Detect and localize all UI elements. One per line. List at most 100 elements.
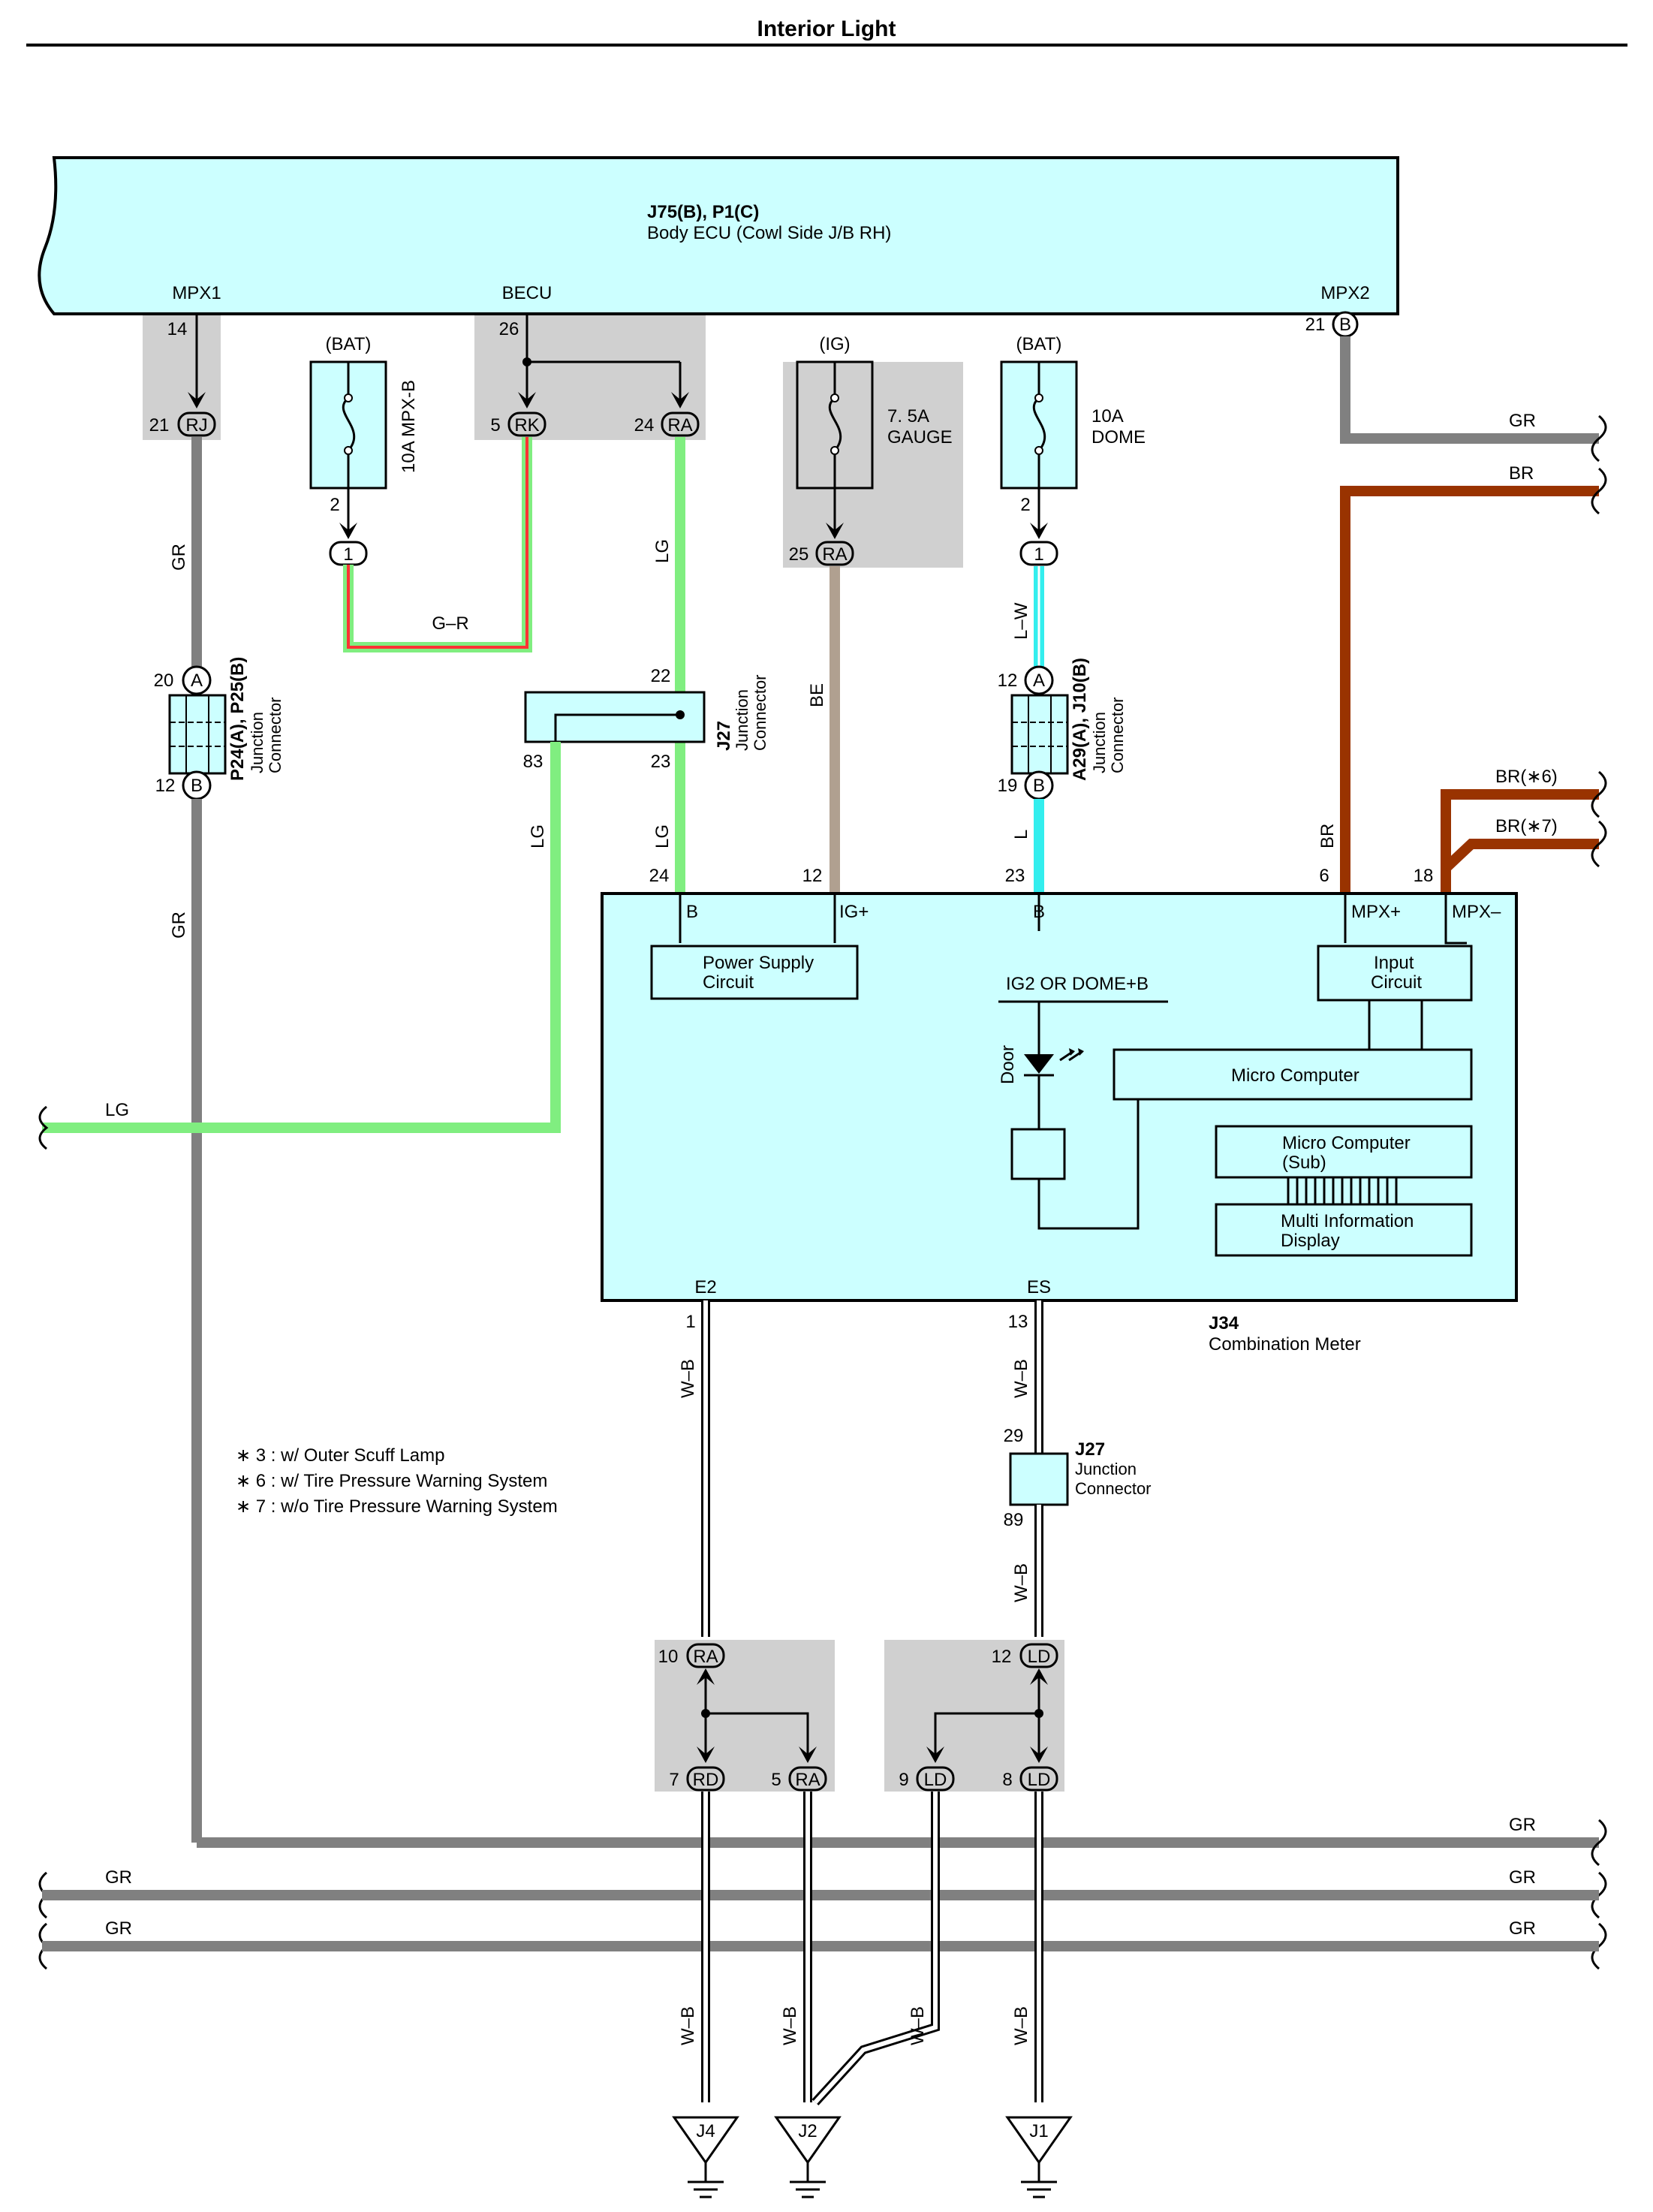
svg-text:ES: ES: [1027, 1277, 1051, 1297]
svg-text:10A MPX-B: 10A MPX-B: [399, 380, 419, 473]
junction-block-ld: LD 12 LD 9 LD 8: [899, 1643, 1058, 1792]
connector-rj: [177, 411, 216, 437]
svg-text:Connector: Connector: [1108, 697, 1127, 773]
svg-text:83: 83: [523, 752, 543, 772]
svg-text:Junction: Junction: [733, 689, 751, 751]
svg-text:MPX–: MPX–: [1452, 902, 1501, 922]
fuse-mpxb: (BAT) 10A MPX-B 2 1: [309, 334, 419, 566]
bus-lines: [1287, 1177, 1398, 1204]
becu-circuit: 26 RK 5 RA 24: [490, 314, 700, 437]
fuse-dome: (BAT) 10A DOME 2 1: [1000, 334, 1146, 566]
page-title: Interior Light: [757, 17, 896, 41]
ecu-pin-mpx1: MPX1: [172, 283, 221, 303]
svg-text:89: 89: [1004, 1510, 1024, 1530]
svg-text:2: 2: [330, 495, 339, 515]
ecu-name: Body ECU (Cowl Side J/B RH): [647, 223, 891, 243]
svg-text:Connector: Connector: [751, 674, 769, 751]
svg-text:12: 12: [802, 866, 823, 886]
break-lg: [38, 1105, 49, 1150]
svg-text:9: 9: [899, 1770, 908, 1790]
svg-text:(IG): (IG): [819, 334, 850, 354]
wire-l-w: L–W: [1011, 566, 1044, 668]
svg-text:18: 18: [1414, 866, 1434, 886]
svg-text:J34: J34: [1209, 1313, 1239, 1334]
ecu-pin-mpx2: MPX2: [1320, 283, 1369, 303]
wire-be-label: BE: [807, 683, 827, 707]
wire-g-r: G–R: [343, 437, 532, 652]
svg-text:BR(∗7): BR(∗7): [1495, 816, 1558, 836]
svg-text:24: 24: [634, 415, 655, 435]
notes: ∗ 3 : w/ Outer Scuff Lamp ∗ 6 : w/ Tire …: [236, 1445, 558, 1517]
svg-text:8: 8: [1002, 1770, 1012, 1790]
svg-text:10: 10: [658, 1647, 679, 1667]
svg-text:Multi Information: Multi Information: [1281, 1211, 1414, 1231]
svg-text:(BAT): (BAT): [1016, 334, 1062, 354]
junction-block-shading: [143, 314, 1064, 1792]
svg-text:J2: J2: [798, 2121, 817, 2141]
svg-text:29: 29: [1004, 1426, 1024, 1446]
svg-text:1: 1: [1034, 544, 1043, 565]
svg-text:Circuit: Circuit: [703, 972, 754, 993]
fuse-gauge: (IG) 7. 5A GAUGE RA 25: [789, 334, 953, 566]
ground-j4: J4: [672, 2116, 739, 2198]
svg-text:RK: RK: [514, 415, 539, 435]
svg-text:26: 26: [499, 319, 519, 339]
svg-text:12: 12: [998, 671, 1018, 691]
svg-text:GR: GR: [1509, 1867, 1536, 1888]
svg-text:GR: GR: [105, 1867, 132, 1888]
svg-text:12: 12: [992, 1647, 1012, 1667]
mpx2-circuit: B 21 GR BR BR BR(∗6) BR(∗7): [1305, 311, 1599, 894]
wire-lg-2: [42, 742, 561, 1133]
svg-text:5: 5: [771, 1770, 781, 1790]
svg-text:Junction: Junction: [1090, 712, 1109, 773]
gr-buses: GR GR GR GR: [42, 1867, 1599, 1951]
wire-l-label: L: [1011, 830, 1031, 839]
svg-text:23: 23: [1005, 866, 1025, 886]
svg-text:6: 6: [1319, 866, 1329, 886]
wire-gr-3: GR: [1509, 1815, 1536, 1835]
svg-text:W–B: W–B: [1011, 1563, 1031, 1602]
ecu-pin-14: 14: [167, 319, 188, 339]
svg-text:2: 2: [1020, 495, 1030, 515]
svg-text:10A: 10A: [1091, 406, 1124, 426]
svg-text:12: 12: [155, 776, 176, 796]
svg-text:1: 1: [685, 1312, 695, 1332]
svg-text:5: 5: [490, 415, 500, 435]
svg-text:W–B: W–B: [780, 2006, 800, 2045]
wire-wb-e2: 1 W–B: [678, 1300, 710, 1637]
svg-text:W–B: W–B: [1011, 2006, 1031, 2045]
svg-text:Micro Computer: Micro Computer: [1282, 1133, 1411, 1153]
body-ecu: J75(B), P1(C) Body ECU (Cowl Side J/B RH…: [38, 156, 1399, 315]
svg-text:L–W: L–W: [1011, 602, 1031, 640]
svg-text:B: B: [1033, 776, 1045, 796]
svg-text:22: 22: [651, 666, 671, 686]
ground-j2: J2: [774, 2116, 842, 2198]
svg-text:1: 1: [343, 544, 353, 565]
svg-text:LD: LD: [1028, 1647, 1051, 1667]
wire-gr-1: GR: [169, 544, 189, 571]
junction-block-ra: RA 10 RD 7 RA 5: [658, 1643, 827, 1792]
svg-text:Input: Input: [1374, 953, 1414, 973]
svg-text:W–B: W–B: [908, 2006, 928, 2045]
svg-text:RA: RA: [667, 415, 692, 435]
connector-rj-label: RJ: [185, 415, 207, 435]
svg-text:DOME: DOME: [1091, 427, 1146, 448]
svg-text:BR(∗6): BR(∗6): [1495, 767, 1558, 787]
mpx1-circuit: 14 RJ 21 GR: [149, 314, 216, 683]
svg-text:B: B: [1339, 315, 1351, 335]
svg-text:IG2 OR DOME+B: IG2 OR DOME+B: [1006, 974, 1149, 994]
svg-text:A: A: [191, 671, 203, 691]
svg-text:GAUGE: GAUGE: [887, 427, 953, 448]
note-6: ∗ 6 : w/ Tire Pressure Warning System: [236, 1471, 547, 1491]
svg-text:Connector: Connector: [266, 697, 285, 773]
note-7: ∗ 7 : w/o Tire Pressure Warning System: [236, 1496, 558, 1517]
svg-text:J1: J1: [1029, 2121, 1048, 2141]
ecu-id: J75(B), P1(C): [647, 202, 759, 222]
svg-text:BR: BR: [1317, 824, 1338, 848]
wire-lg-label-3: LG: [528, 824, 548, 848]
svg-text:A: A: [1033, 671, 1045, 691]
svg-text:Display: Display: [1281, 1231, 1340, 1251]
svg-text:25: 25: [789, 544, 809, 565]
combination-meter: 24 12 23 6 18 B IG+ B MPX+ MPX– Power Su…: [601, 866, 1518, 1355]
